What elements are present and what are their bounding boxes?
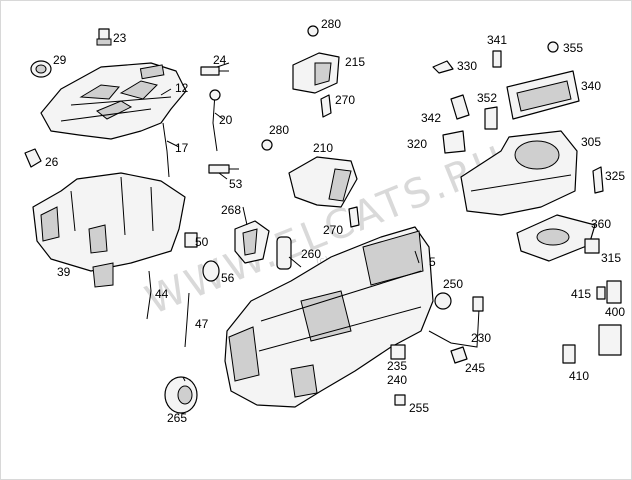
gasket-part: [202, 260, 220, 282]
upper-housing-part: [40, 62, 187, 140]
callout-5: 5: [429, 255, 436, 269]
bracket-small-part: [432, 60, 454, 74]
knob-part: [30, 60, 52, 78]
screw-part-a: [307, 25, 319, 37]
callout-230: 230: [471, 331, 491, 345]
control-part-b: [598, 324, 622, 356]
callout-415: 415: [571, 287, 591, 301]
air-duct-part: [288, 156, 358, 208]
control-part-a: [562, 344, 576, 364]
fan-part: [516, 214, 596, 262]
rod-part: [146, 270, 152, 320]
filter-part: [506, 70, 580, 120]
sensor-part: [208, 164, 239, 174]
clip-part: [96, 28, 112, 46]
frame-part: [276, 236, 292, 270]
callout-355: 355: [563, 41, 583, 55]
callout-260: 260: [301, 247, 321, 261]
callout-280-mid: 280: [269, 123, 289, 137]
vent-part: [292, 52, 340, 94]
callout-270-mid: 270: [323, 223, 343, 237]
callout-245: 245: [465, 361, 485, 375]
callout-400: 400: [605, 305, 625, 319]
callout-labels: 23 29 24 12 20 17 26 53 268 39 50 44 56 …: [45, 17, 625, 425]
callout-305: 305: [581, 135, 601, 149]
clip-part-a: [320, 94, 332, 118]
callout-44: 44: [155, 287, 169, 301]
blower-motor-part: [164, 376, 198, 414]
switch-part: [390, 344, 406, 360]
main-housing-part: [224, 226, 434, 408]
callout-29: 29: [53, 53, 67, 67]
callout-17: 17: [175, 141, 189, 155]
callout-26: 26: [45, 155, 59, 169]
callout-235: 235: [387, 359, 407, 373]
harness-part: [428, 308, 480, 348]
callout-24: 24: [213, 53, 227, 67]
plug-part: [472, 296, 484, 312]
callout-12: 12: [175, 81, 189, 95]
bracket-part: [584, 238, 600, 254]
screw-part-b: [261, 139, 273, 151]
callout-352: 352: [477, 91, 497, 105]
cap-part: [394, 394, 406, 406]
evaporator-housing-part: [460, 130, 578, 216]
callout-320: 320: [407, 137, 427, 151]
callout-315: 315: [601, 251, 621, 265]
connector-part: [184, 232, 198, 248]
callout-53: 53: [229, 177, 243, 191]
cable-part: [184, 292, 190, 348]
relay-part: [606, 280, 622, 304]
lower-left-housing-part: [32, 172, 186, 288]
callout-340: 340: [581, 79, 601, 93]
callout-255: 255: [409, 401, 429, 415]
callout-265: 265: [167, 411, 187, 425]
callout-360: 360: [591, 217, 611, 231]
seal-strip-part: [592, 166, 604, 194]
actuator-rod-part: [209, 89, 221, 152]
fuse-part: [596, 286, 606, 300]
callout-47: 47: [195, 317, 209, 331]
screw-part-c: [547, 41, 559, 53]
leader-lines: [160, 62, 420, 382]
seal-part: [234, 220, 270, 264]
callout-210: 210: [313, 141, 333, 155]
lever-part: [24, 148, 42, 168]
callout-410: 410: [569, 369, 589, 383]
plug-small-part: [492, 50, 502, 68]
sensor-part-c: [484, 106, 498, 130]
bolt-part: [200, 66, 229, 76]
callout-341: 341: [487, 33, 507, 47]
callout-342: 342: [421, 111, 441, 125]
callout-50: 50: [195, 235, 209, 249]
callout-215: 215: [345, 55, 365, 69]
callout-280-top: 280: [321, 17, 341, 31]
callout-39: 39: [57, 265, 71, 279]
callout-56: 56: [221, 271, 235, 285]
callout-270-top: 270: [335, 93, 355, 107]
callout-325: 325: [605, 169, 625, 183]
callout-240: 240: [387, 373, 407, 387]
callout-268: 268: [221, 203, 241, 217]
clip-part-b: [348, 206, 360, 228]
callout-20: 20: [219, 113, 233, 127]
sensor-part-b: [450, 346, 468, 364]
callout-23: 23: [113, 31, 127, 45]
callout-250: 250: [443, 277, 463, 291]
motor-part: [434, 292, 452, 310]
cover-part: [442, 130, 466, 154]
actuator-part: [450, 94, 470, 120]
callout-330: 330: [457, 59, 477, 73]
linkage-rod-part: [162, 122, 170, 178]
